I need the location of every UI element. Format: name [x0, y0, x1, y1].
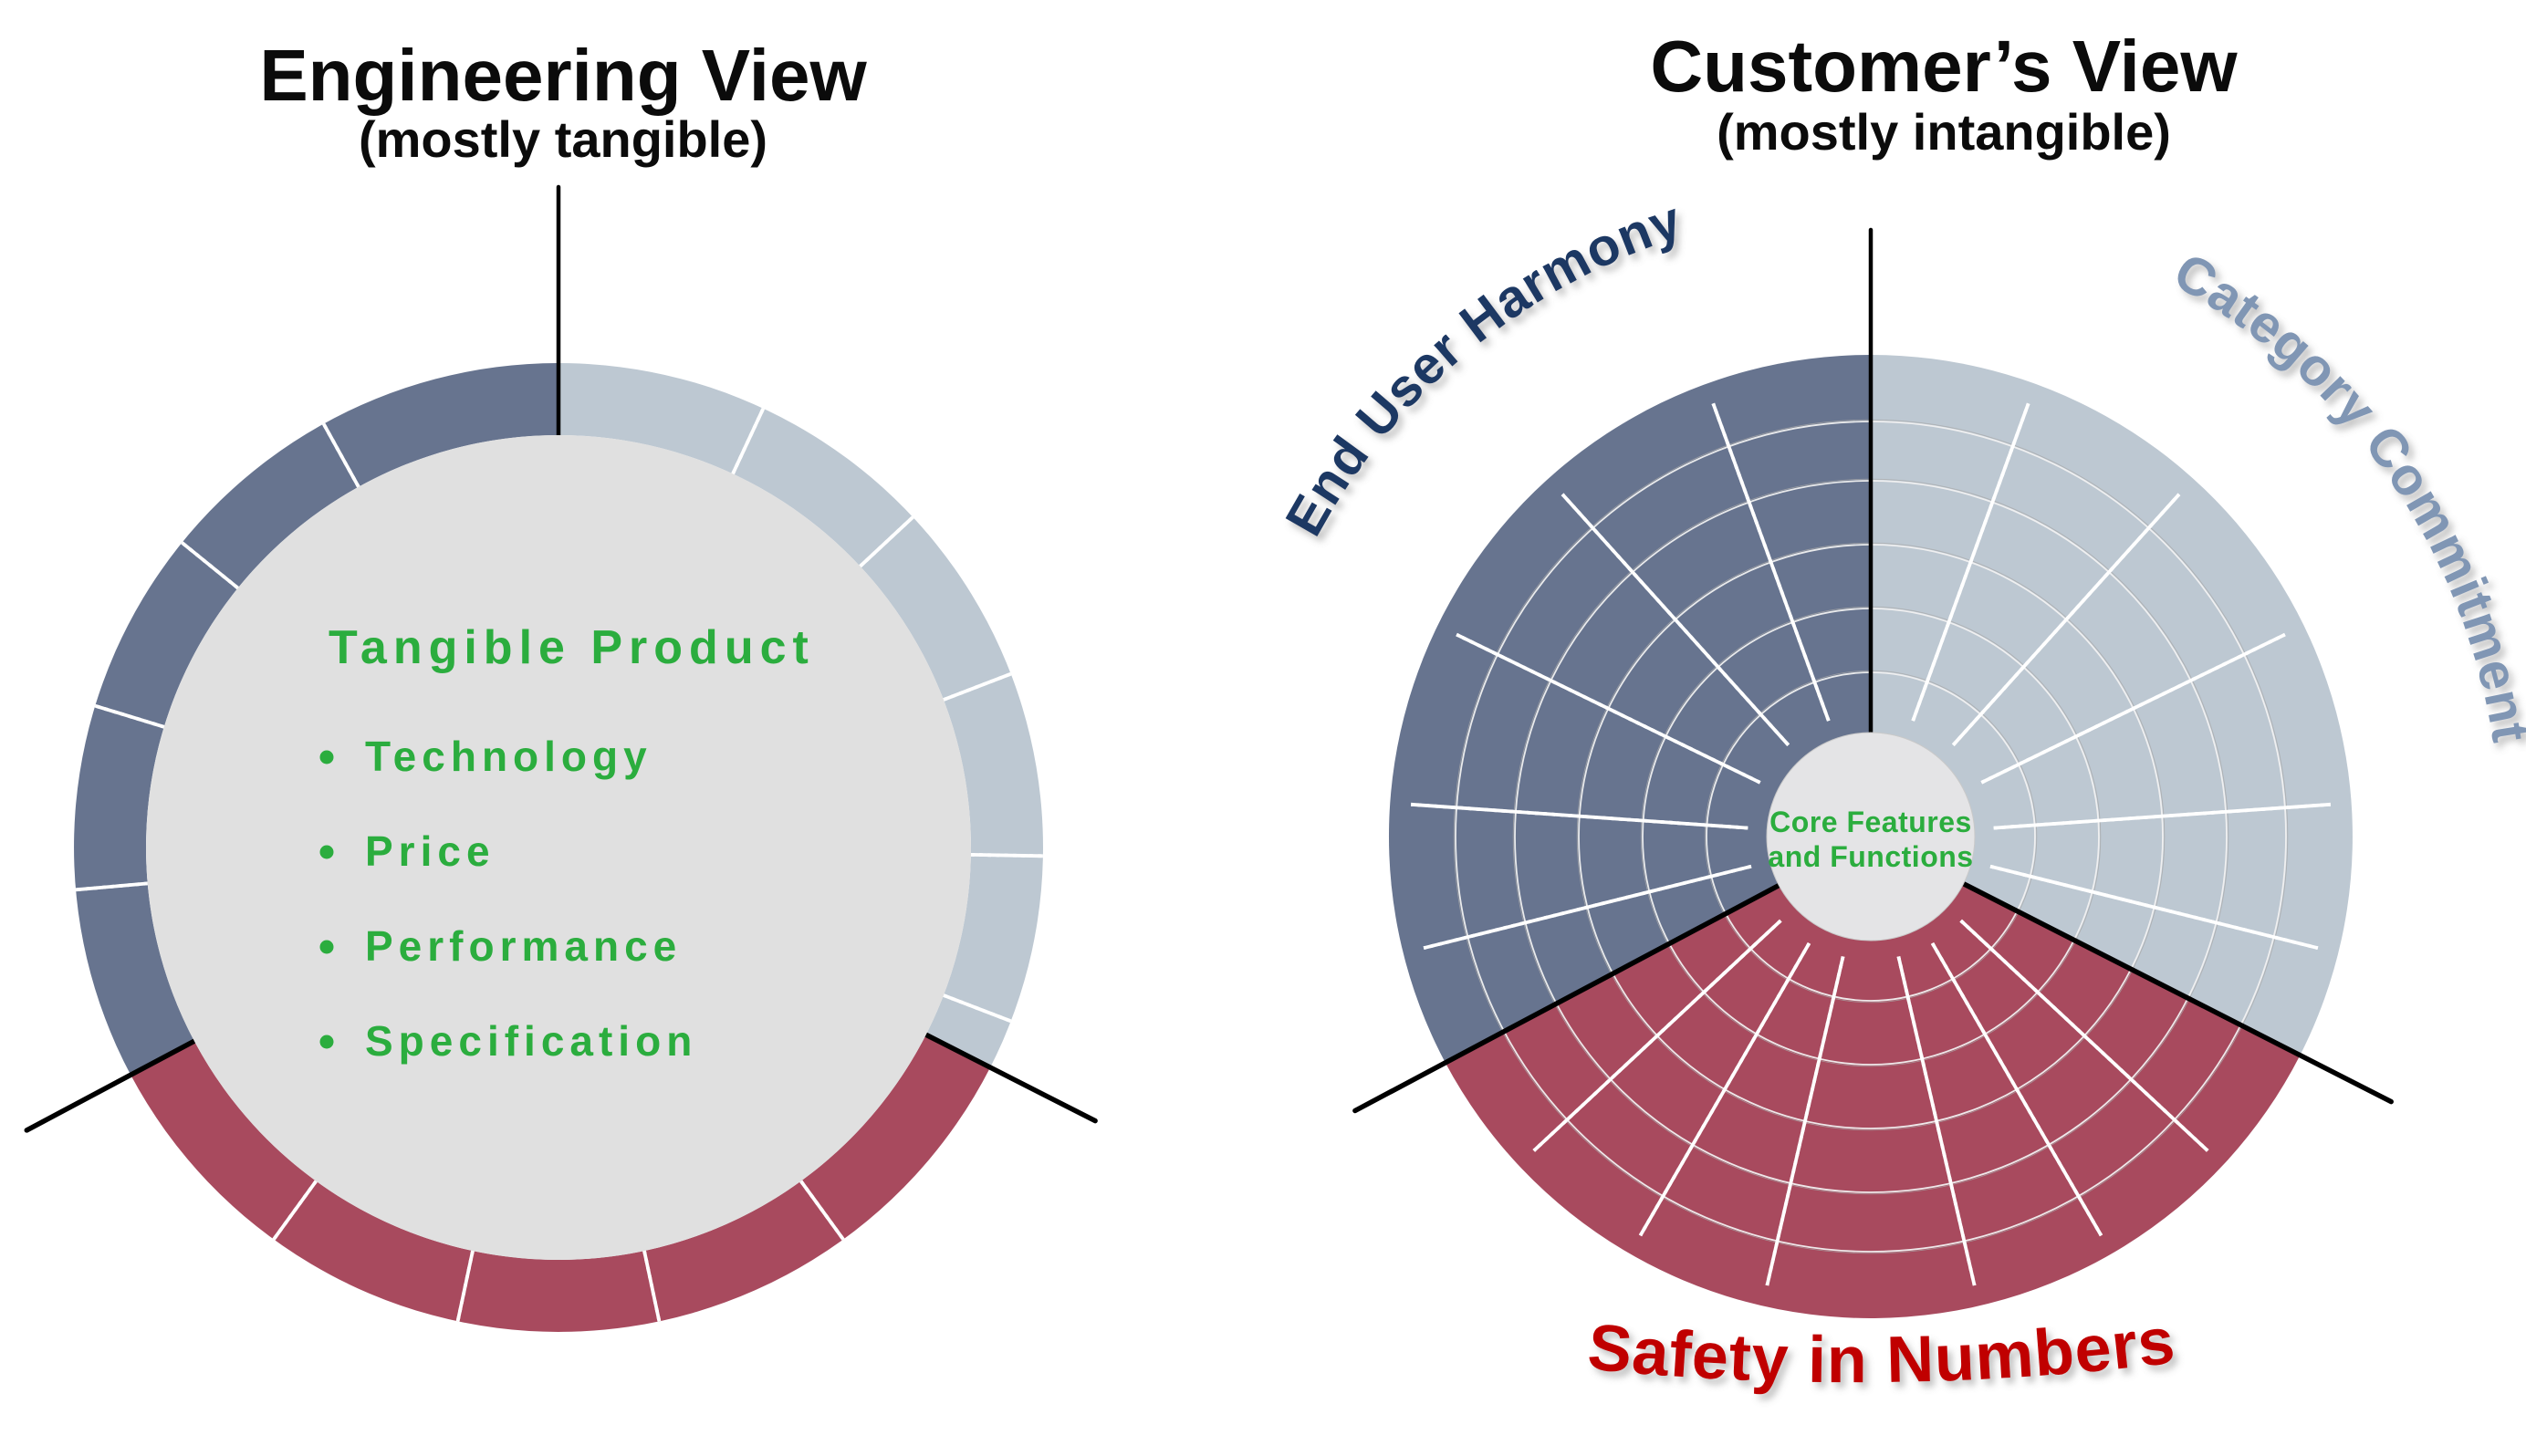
- bullet-item-specification: Specification: [365, 1017, 697, 1065]
- core-features-line2: and Functions: [1768, 840, 1973, 873]
- sector-safety-in-numbers: [1445, 837, 2301, 1318]
- engineering-view-diagram: Engineering View (mostly tangible): [24, 35, 1098, 1332]
- bullet-dot: [319, 845, 334, 859]
- lower-left-boundary-line: [24, 1038, 197, 1133]
- customers-view-diagram: Customer’s View (mostly intangible): [1274, 26, 2526, 1397]
- tangible-product-heading: Tangible Product: [329, 621, 815, 674]
- bullet-item-price: Price: [365, 827, 496, 875]
- core-features-line1: Core Features: [1769, 806, 1972, 838]
- ring-segment-dark: [74, 363, 559, 1076]
- bullet-item-technology: Technology: [365, 733, 652, 780]
- lower-right-boundary-line: [1959, 880, 2394, 1105]
- bullet-dot: [319, 750, 334, 764]
- tangible-product-text: Tangible Product Technology Price Perfor…: [319, 621, 815, 1065]
- lower-right-boundary-line: [923, 1032, 1098, 1124]
- engineering-title: Engineering View: [259, 35, 867, 116]
- customers-subtitle: (mostly intangible): [1717, 103, 2171, 161]
- bullet-dot: [319, 1035, 334, 1049]
- ring-segment-light: [558, 363, 1043, 1068]
- sector-end-user-harmony: [1388, 355, 1871, 1063]
- tangible-product-disc: [146, 435, 971, 1260]
- ring-segment-red: [130, 1035, 991, 1332]
- core-features-label: Core Features and Functions: [1768, 806, 1973, 873]
- bullet-dot: [319, 940, 334, 954]
- engineering-subtitle: (mostly tangible): [359, 110, 767, 168]
- lower-left-boundary-line: [1352, 881, 1783, 1114]
- core-features-circle: [1766, 732, 1976, 941]
- sector-category-commitment: [1871, 355, 2353, 1056]
- bullet-item-performance: Performance: [365, 922, 682, 970]
- customers-title: Customer’s View: [1650, 26, 2238, 107]
